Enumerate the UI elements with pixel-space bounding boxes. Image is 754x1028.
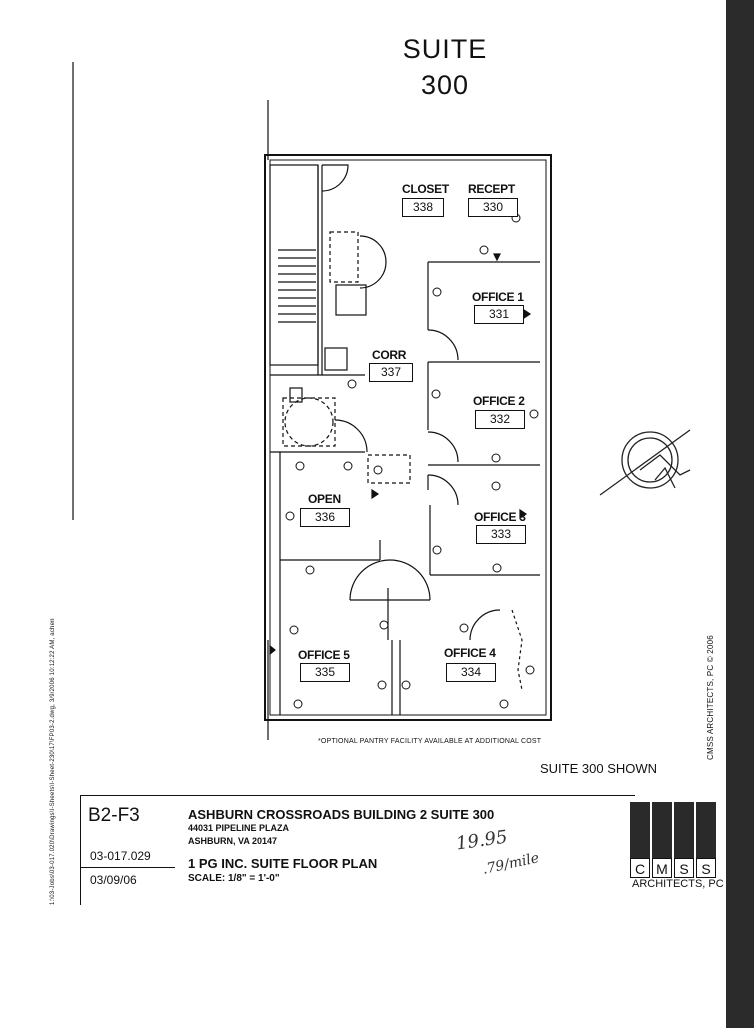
address-line-1: 44031 PIPELINE PLAZA (188, 823, 290, 833)
suite-title-line2: 300 (420, 70, 470, 100)
plan-name: 1 PG INC. SUITE FLOOR PLAN (188, 856, 378, 871)
project-title: ASHBURN CROSSROADS BUILDING 2 SUITE 300 (188, 807, 495, 822)
room-number-closet: 338 (402, 198, 444, 217)
room-number-office-1: 331 (474, 305, 524, 324)
room-number-office-5: 335 (300, 663, 350, 682)
room-label-closet: CLOSET (402, 182, 449, 196)
room-number-office-4: 334 (446, 663, 496, 682)
room-number-open: 336 (300, 508, 350, 527)
room-label-recept: RECEPT (468, 182, 515, 196)
logo-letter-s: S (674, 858, 694, 878)
suite-title-line1: SUITE (402, 34, 488, 64)
suite-shown-caption: SUITE 300 SHOWN (540, 761, 658, 776)
logo-letter-s-2: S (696, 858, 716, 878)
room-number-office-2: 332 (475, 410, 525, 429)
copyright-text: CMSS ARCHITECTS, PC © 2006 (706, 635, 715, 760)
sheet-number: B2-F3 (88, 805, 140, 826)
logo-letter-m: M (652, 858, 672, 878)
drawing-date: 03/09/06 (90, 873, 137, 887)
room-number-corr: 337 (369, 363, 413, 382)
file-path-text: 1:\03-Jobs\03-017.020\Drawings\I-Sheets\… (50, 618, 56, 905)
room-label-corr: CORR (372, 348, 407, 362)
address-line-2: ASHBURN, VA 20147 (188, 836, 278, 846)
logo-subtitle: ARCHITECTS, PC (632, 878, 724, 890)
title-block-top-rule (80, 795, 635, 796)
pantry-note: *OPTIONAL PANTRY FACILITY AVAILABLE AT A… (318, 738, 542, 745)
scan-edge-bar (726, 0, 754, 1028)
title-block-vertical-rule (80, 795, 81, 905)
room-label-office-1: OFFICE 1 (472, 290, 524, 304)
room-label-office-2: OFFICE 2 (473, 394, 525, 408)
room-label-office-3: OFFICE 3 (474, 510, 526, 524)
room-number-recept: 330 (468, 198, 518, 217)
plan-scale: SCALE: 1/8" = 1'-0" (188, 873, 280, 884)
room-label-office-4: OFFICE 4 (444, 646, 496, 660)
cmss-logo: C M S S (630, 802, 718, 880)
job-number: 03-017.029 (90, 849, 151, 863)
room-label-office-5: OFFICE 5 (298, 648, 350, 662)
logo-letter-c: C (630, 858, 650, 878)
title-block-divider (80, 867, 175, 868)
room-number-office-3: 333 (476, 525, 526, 544)
room-label-open: OPEN (308, 492, 341, 506)
